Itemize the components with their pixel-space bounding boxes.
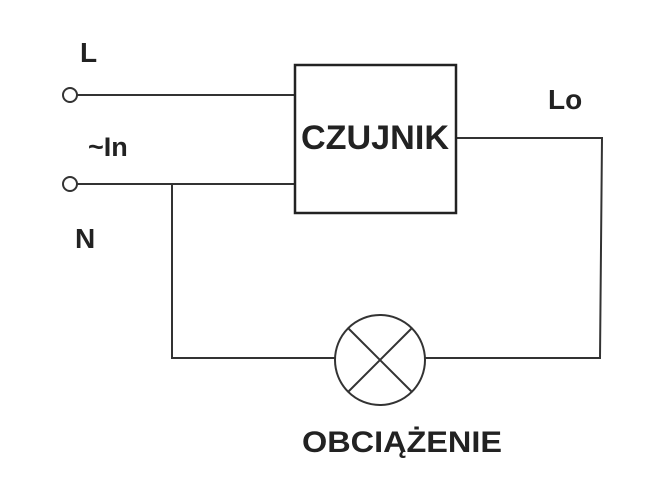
label-n: N [75,223,95,254]
label-l: L [80,37,97,68]
label-in: ~In [88,132,128,162]
terminal-l [62,87,78,103]
wire-neutral-to-load [171,184,335,359]
load-label: OBCIĄŻENIE [302,426,502,459]
sensor-label: CZUJNIK [301,119,449,157]
label-lo: Lo [548,84,582,115]
lamp-icon [334,314,426,406]
sensor-box [293,63,458,215]
terminal-n [62,176,78,192]
wire-output-to-load [425,137,604,359]
